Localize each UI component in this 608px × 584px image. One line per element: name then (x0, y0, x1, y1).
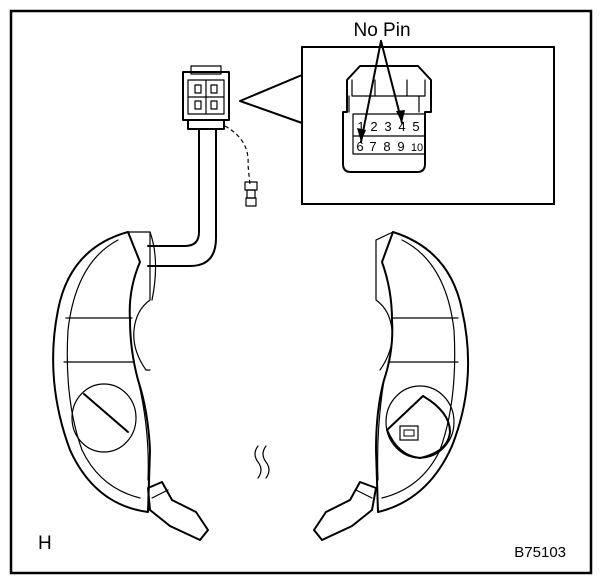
no-pin-label: No Pin (353, 20, 410, 41)
wire-harness-connector (182, 65, 230, 130)
pin-3: 3 (384, 119, 391, 134)
figure-id: B75103 (514, 544, 566, 561)
wire-harness-cable (147, 128, 217, 267)
left-steering-pad-switch (52, 231, 209, 541)
pin-9: 9 (397, 139, 404, 154)
right-steering-pad-switch (313, 231, 470, 541)
callout-pointer (239, 74, 303, 124)
ground-terminal (244, 181, 258, 207)
pin-2: 2 (370, 119, 377, 134)
pin-4: 4 (398, 119, 405, 134)
squiggle-mark (254, 445, 270, 479)
pin-8: 8 (383, 139, 390, 154)
pin-5: 5 (412, 119, 419, 134)
pin-6: 6 (356, 139, 363, 154)
pin-1: 1 (357, 119, 364, 134)
ground-wire (224, 125, 251, 186)
pin-10: 10 (411, 142, 423, 154)
no-pin-leader-left (360, 40, 382, 143)
corner-label: H (38, 533, 52, 554)
figure-border (9, 9, 593, 575)
pin-7: 7 (369, 139, 376, 154)
callout-box: No Pin 1 2 3 4 5 6 7 8 9 10 (301, 20, 555, 205)
no-pin-leader-right (380, 40, 403, 124)
